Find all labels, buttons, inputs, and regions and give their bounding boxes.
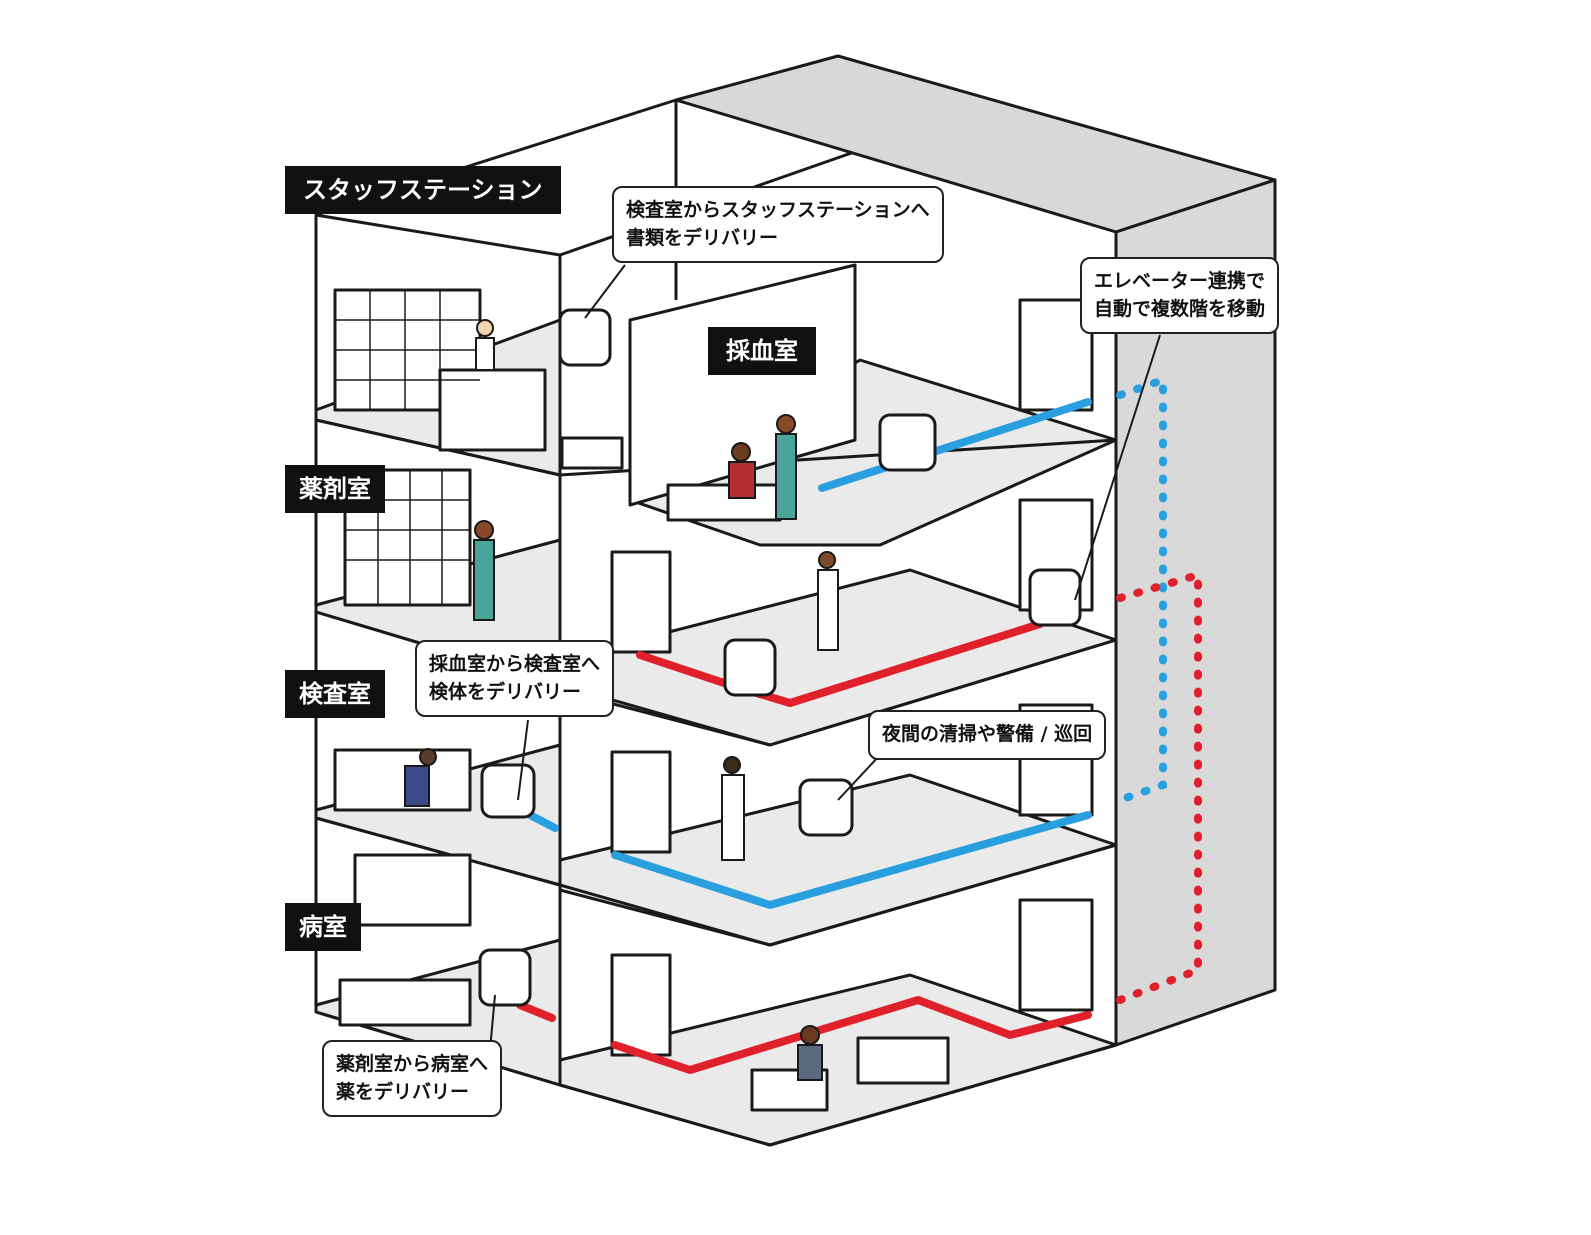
visitor-icon [797,1025,823,1081]
wall-right-1 [1018,898,1094,1012]
callout-documents-line2: 書類をデリバリー [626,226,779,249]
blue-route-floor4 [818,398,1092,492]
bed-ward [338,978,472,1027]
robot-icon [1028,568,1082,627]
callout-medicine-line1: 薬剤室から病室へ [336,1053,489,1075]
robot-icon [798,778,854,837]
callout-elevator: エレベーター連携で 自動で複数階を移動 [1080,257,1280,335]
robot-icon [878,413,937,472]
label-blood-room: 採血室 [708,327,816,375]
label-staff-station: スタッフステーション [285,166,561,214]
callout-documents-line1: 検査室からスタッフステーションへ [626,199,930,221]
desk-lab [333,748,472,812]
robot-icon [478,948,532,1007]
callout-medicine: 薬剤室から病室へ 薬をデリバリー [322,1040,503,1118]
blue-elevator-route [1116,374,1167,804]
bench-staff [560,436,624,470]
nurse-person-icon [775,414,797,520]
label-pharmacy: 薬剤室 [285,465,385,513]
patient-person-icon [728,442,756,499]
callout-specimens-line1: 採血室から検査室へ [429,653,601,675]
blood-room-wall [628,263,857,507]
callout-elevator-line1: エレベーター連携で [1094,270,1266,292]
callout-documents: 検査室からスタッフステーションへ 書類をデリバリー [612,186,944,264]
pharmacist-person-icon [473,520,495,621]
robot-icon [723,638,777,697]
callout-specimens-line2: 検体をデリバリー [429,680,582,703]
red-elevator-route [1116,569,1202,1004]
wall-door-3 [610,550,672,654]
robot-icon [558,308,612,367]
wall-door-1 [610,953,672,1057]
callout-elevator-line2: 自動で複数階を移動 [1094,297,1266,320]
doctor-2-icon [721,756,745,861]
robot-icon [480,763,536,819]
lab-worker-icon [404,748,437,807]
label-ward: 病室 [285,903,361,951]
blue-route-floor2 [611,811,1092,909]
red-route-floor1 [611,996,1092,1074]
red-route-ward [516,1001,556,1022]
callout-night-line1: 夜間の清掃や警備 / 巡回 [882,723,1093,745]
doctor-person-icon [817,551,839,651]
desk-staff [438,368,547,452]
sofa-lobby-2 [856,1036,950,1085]
callout-medicine-line2: 薬をデリバリー [336,1080,470,1103]
cabinet-ward [353,853,472,927]
callout-specimens: 採血室から検査室へ 検体をデリバリー [415,640,615,718]
label-lab: 検査室 [285,670,385,718]
staff-person-icon [475,319,495,371]
blue-route-lab [526,811,559,832]
callout-night: 夜間の清掃や警備 / 巡回 [868,710,1107,760]
bench-blood [666,483,782,522]
wall-door-2 [610,750,672,854]
